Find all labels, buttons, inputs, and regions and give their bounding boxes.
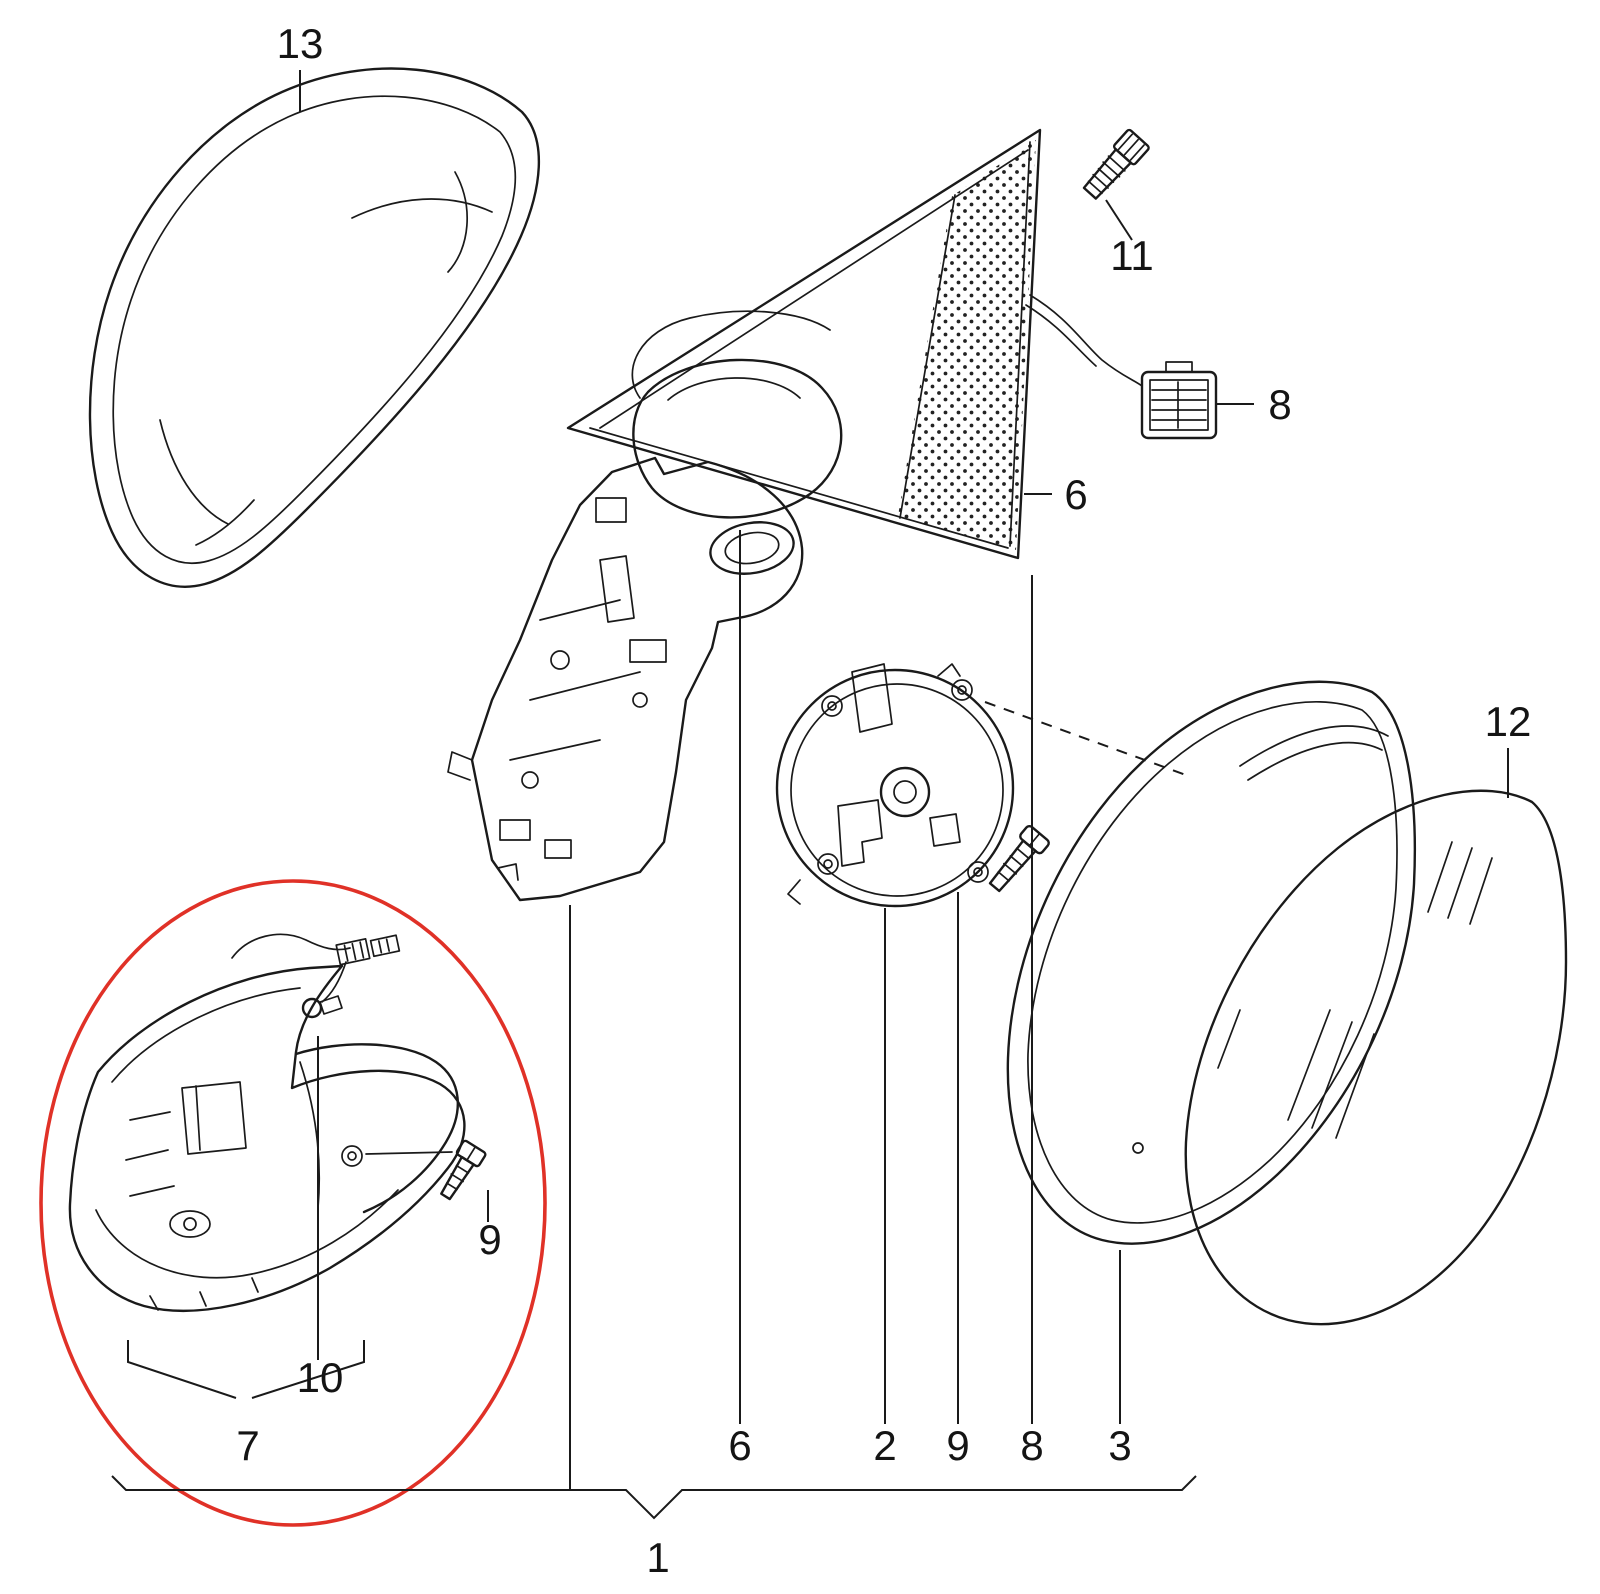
- assembly-bracket-line: [111, 1475, 1197, 1520]
- part-7-lower-housing-drawing: [68, 964, 466, 1312]
- alignment-dash-line: [984, 701, 1187, 776]
- part-3-housing-drawing: [1006, 680, 1417, 1245]
- brace-7-left: [127, 1340, 237, 1399]
- part-10-bulb-wiring-drawing: [231, 933, 401, 1019]
- label-10: 10: [297, 1354, 344, 1401]
- part-13-mirror-cap-drawing: [88, 67, 540, 588]
- part-6-mirror-base-drawing: [566, 128, 1042, 560]
- label-8-top: 8: [1268, 381, 1291, 428]
- part-8-connector-drawing: [1025, 294, 1218, 440]
- label-1: 1: [646, 1534, 669, 1581]
- label-8-bottom: 8: [1020, 1422, 1043, 1469]
- label-7: 7: [236, 1422, 259, 1469]
- label-9-bottom: 9: [946, 1422, 969, 1469]
- label-13: 13: [277, 20, 324, 67]
- label-2: 2: [873, 1422, 896, 1469]
- part-11-screw-drawing: [1082, 128, 1150, 200]
- label-11: 11: [1110, 232, 1154, 279]
- part-2-actuator-drawing: [775, 663, 1015, 908]
- dotted-texture-area: [898, 140, 1036, 550]
- part-9-screw-left-drawing: [440, 1139, 487, 1201]
- label-6-bottom: 6: [728, 1422, 751, 1469]
- leader-11: [1105, 199, 1133, 241]
- brace-7-right: [251, 1340, 365, 1399]
- mirror-frame-bracket-drawing: [447, 456, 804, 902]
- red-highlight-circle: [39, 879, 547, 1527]
- label-6-top: 6: [1064, 471, 1087, 518]
- part-12-glass-drawing: [1184, 789, 1568, 1326]
- label-12: 12: [1485, 698, 1532, 745]
- label-9-left: 9: [478, 1216, 501, 1263]
- label-3: 3: [1108, 1422, 1131, 1469]
- part-9-screw-middle-drawing: [988, 824, 1050, 893]
